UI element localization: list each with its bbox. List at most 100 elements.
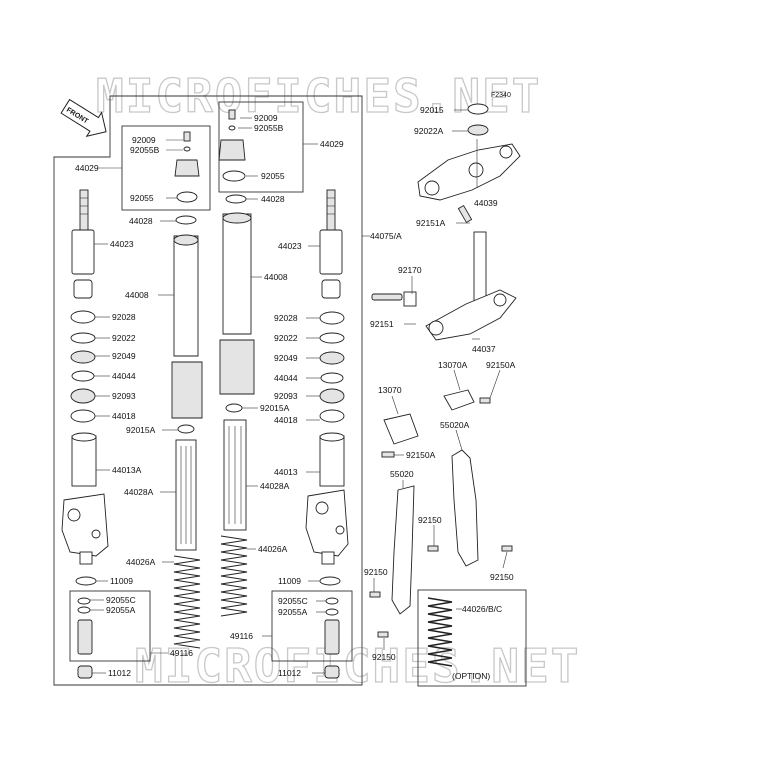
left-o-ring-92055A	[77, 606, 91, 614]
part-label: 92055A	[278, 607, 308, 617]
part-label: 92055	[130, 193, 154, 203]
part-label: 44013A	[112, 465, 142, 475]
part-label: 92028	[274, 313, 298, 323]
left-o-ring-11009	[75, 576, 97, 586]
part-label: 92055C	[278, 596, 308, 606]
part-label: 44037	[472, 344, 496, 354]
right-washer-92028	[319, 311, 345, 325]
part-label: 92055	[261, 171, 285, 181]
left-bolt-11012	[77, 665, 93, 679]
bolt-92151	[371, 293, 403, 301]
left-spring-guide	[71, 229, 95, 275]
right-seal-92093	[319, 388, 345, 404]
part-label: 92049	[112, 351, 136, 361]
part-label: 92055C	[106, 595, 136, 605]
part-label: 44029	[75, 163, 99, 173]
right-o-ring-92055C	[325, 597, 339, 605]
bolt-92150-d	[377, 631, 389, 638]
option-label: (OPTION)	[452, 671, 490, 681]
part-label: 92150A	[486, 360, 516, 370]
fork-guard-55020	[391, 485, 415, 615]
right-spring-guide	[319, 229, 343, 275]
part-label: 92150	[490, 572, 514, 582]
right-cap-44028	[225, 194, 247, 204]
inner-tube-right-44008	[219, 212, 255, 395]
left-washer-92015A	[177, 424, 195, 434]
right-o-ring-92055A	[325, 608, 339, 616]
part-label: 11012	[108, 668, 131, 678]
right-fork-top-bolt	[326, 189, 336, 233]
left-bushing-44018	[70, 409, 96, 423]
leader-lines	[90, 109, 508, 674]
right-spacer	[321, 279, 341, 299]
part-label: 92150	[372, 652, 396, 662]
figure-code: F2340	[491, 92, 511, 99]
part-label: 92150	[364, 567, 388, 577]
right-damper-valve	[324, 619, 340, 655]
part-label: 44008	[264, 272, 288, 282]
part-label: 92093	[274, 391, 298, 401]
left-washer-92028	[70, 310, 96, 324]
guard-bracket-13070	[381, 413, 419, 458]
left-seal-92049	[70, 350, 96, 364]
part-label: 92015A	[260, 403, 290, 413]
option-frame	[417, 589, 527, 687]
upper-triple-clamp-44039	[417, 143, 521, 201]
bolt-92150-c	[369, 591, 381, 598]
part-label: 11009	[278, 576, 301, 586]
part-label: 44018	[274, 415, 298, 425]
part-label: 92151A	[416, 218, 446, 228]
part-label: 44044	[112, 371, 136, 381]
valve-assembly-frame-right	[271, 590, 353, 662]
part-label: 55020	[390, 469, 414, 479]
part-label: 92009	[254, 113, 278, 123]
left-seal-92093	[70, 388, 96, 404]
bolt-92150-a	[427, 545, 439, 552]
part-label: 44044	[274, 373, 298, 383]
part-label: 92151	[370, 319, 394, 329]
left-clip-44044	[71, 370, 95, 382]
lower-triple-clamp-44037	[425, 231, 517, 341]
right-seal-92049	[319, 351, 345, 365]
fork-guard-55020A	[451, 449, 479, 567]
stem-nut-92015	[467, 103, 489, 115]
right-bushing-44018	[319, 409, 345, 423]
left-ring-92022	[70, 332, 96, 344]
part-label: 44039	[474, 198, 498, 208]
part-label: 44029	[320, 139, 344, 149]
damper-rod-left-44028A	[175, 439, 197, 551]
part-label: 92015A	[126, 425, 156, 435]
right-o-ring-11009	[319, 576, 341, 586]
left-axle-holder	[61, 493, 109, 565]
right-washer-92015A	[225, 403, 243, 413]
part-label: 44026A	[126, 557, 156, 567]
part-label: 13070A	[438, 360, 468, 370]
part-label: 44023	[278, 241, 302, 251]
spring-left-44026A	[173, 555, 201, 649]
part-label: 92055B	[254, 123, 284, 133]
bolt-92151A	[457, 204, 473, 224]
part-label: 92022	[274, 333, 298, 343]
part-label: 11012	[278, 668, 301, 678]
right-clip-44044	[320, 372, 344, 384]
watermark-bottom: MICROFICHES.NET	[135, 639, 580, 693]
damper-rod-right-44028A	[223, 419, 247, 531]
valve-assembly-frame-left	[69, 590, 151, 662]
part-label: 49116	[170, 648, 193, 658]
cap-assembly-frame-right	[218, 101, 304, 193]
part-label: 92049	[274, 353, 298, 363]
left-cap-parts	[174, 131, 200, 203]
guard-bracket-13070A	[443, 389, 491, 411]
part-label: 49116	[230, 631, 253, 641]
left-outer-tube-44013A	[71, 432, 97, 487]
part-label: 44026A	[258, 544, 288, 554]
part-label: 92093	[112, 391, 136, 401]
part-label: 44023	[110, 239, 134, 249]
part-label: 92022	[112, 333, 136, 343]
part-label: 92028	[112, 312, 136, 322]
inner-tube-left-44008	[171, 215, 203, 419]
part-label: 44026/B/C	[462, 604, 502, 614]
part-label: 92150A	[406, 450, 436, 460]
part-label: 92022A	[414, 126, 444, 136]
